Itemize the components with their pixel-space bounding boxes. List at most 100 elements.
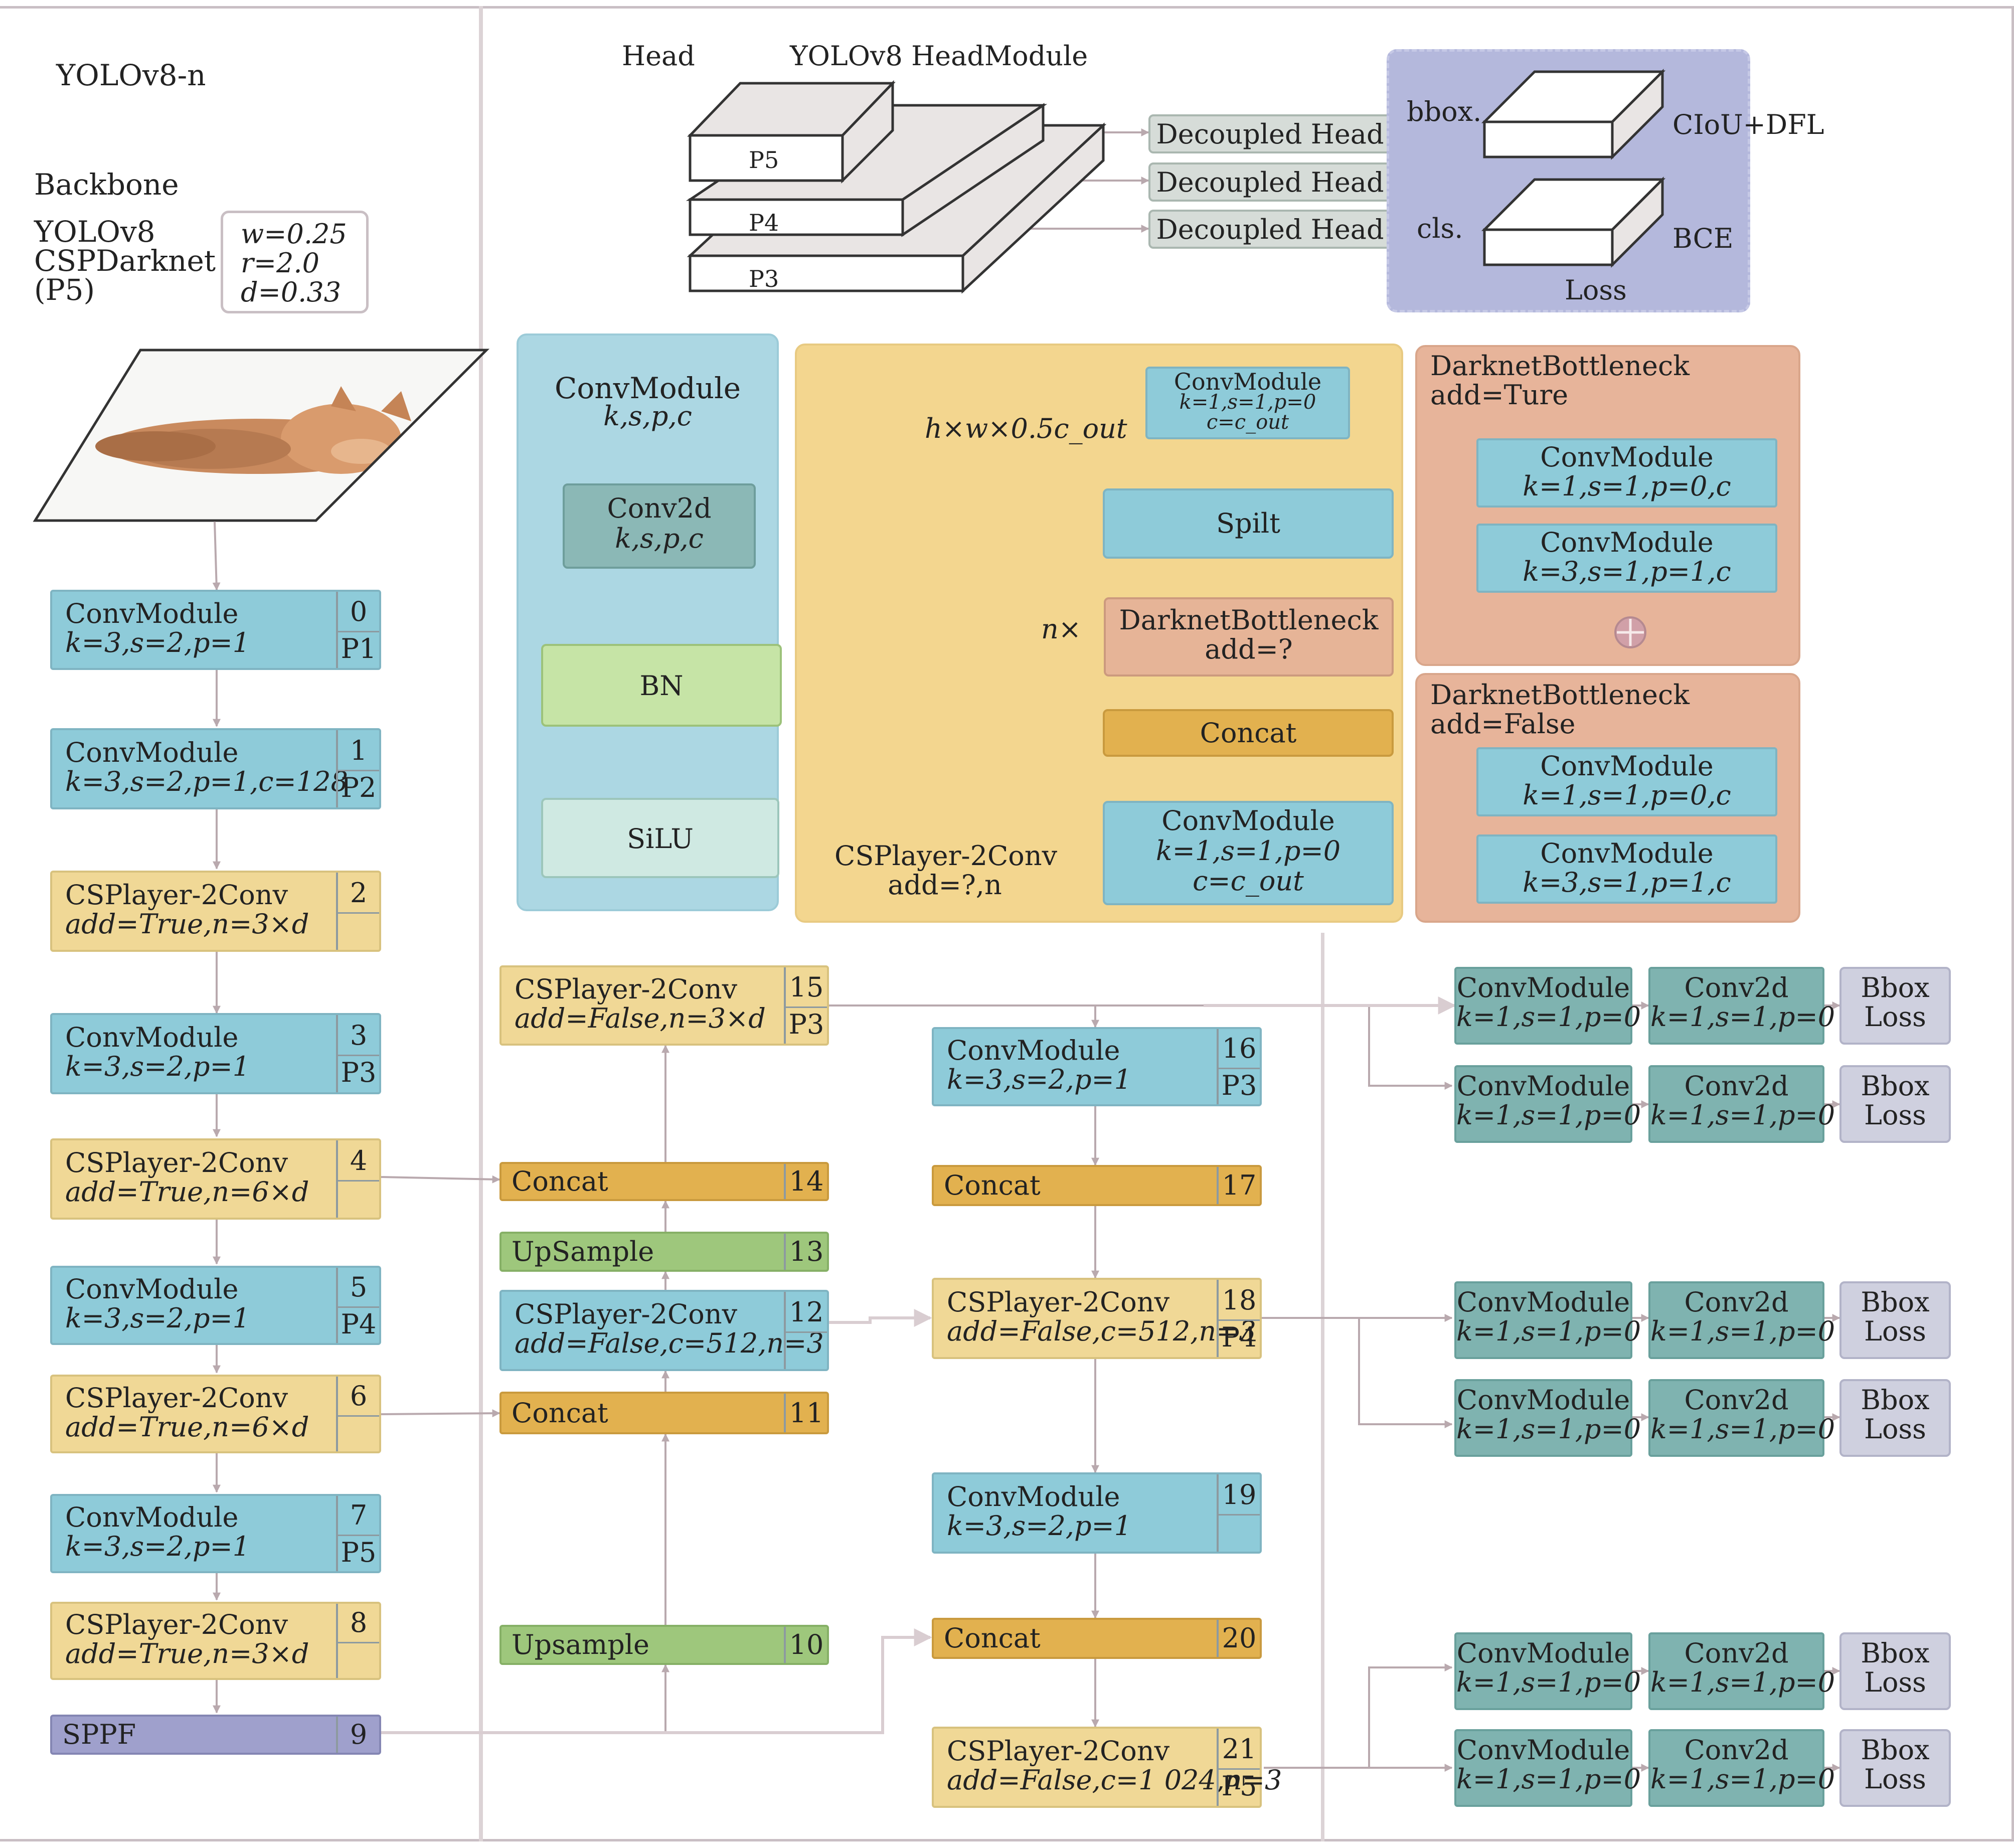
bbox-loss-line1: Bbox: [1861, 1734, 1930, 1766]
csp-concat-block[interactable]: Concat: [1103, 709, 1394, 757]
layer-index: 3: [350, 1020, 368, 1051]
head-conv2d-line2: k=1,s=1,p=0: [1650, 1763, 1835, 1795]
bottleneck-true-panel: DarknetBottleneck add=Ture ConvModule k=…: [1415, 345, 1800, 666]
csp-bottom-convmodule[interactable]: ConvModule k=1,s=1,p=0 c=c_out: [1103, 801, 1394, 905]
layer-params: add=False,n=3×d: [515, 1002, 766, 1034]
add-operator-icon: [1614, 616, 1646, 648]
layer-title: ConvModule: [947, 1035, 1120, 1066]
bce-label: BCE: [1672, 223, 1734, 254]
head-feature-slabs: [686, 80, 1107, 294]
bbox-loss-line2: Loss: [1864, 1666, 1926, 1698]
index-divider: [338, 1180, 379, 1182]
layer-scale-tag: P4: [1221, 1321, 1257, 1353]
bbox-loss-line1: Bbox: [1861, 1286, 1930, 1318]
head-conv2d-line1: Conv2d: [1684, 1734, 1789, 1766]
index-divider: [338, 1055, 379, 1056]
csp-split-block[interactable]: Spilt: [1103, 488, 1394, 559]
head-conv2d-line1: Conv2d: [1684, 1070, 1789, 1102]
head-conv-line2: k=1,s=1,p=0: [1456, 1763, 1641, 1795]
csp-top-convmodule[interactable]: ConvModule k=1,s=1,p=0 c=c_out: [1145, 367, 1350, 439]
backbone-name-line: YOLOv8: [34, 215, 155, 249]
bottleneck-false-title: DarknetBottleneck: [1430, 679, 1690, 711]
layer-scale-tag: P3: [1221, 1070, 1257, 1101]
bottleneck-false-conv1[interactable]: ConvModule k=1,s=1,p=0,c: [1476, 747, 1777, 816]
layer-scale-tag: P5: [341, 1537, 377, 1568]
head-conv2d-line1: Conv2d: [1684, 1384, 1789, 1416]
layer-index: 15: [789, 971, 824, 1003]
csp-bottleneck-block[interactable]: DarknetBottleneck add=?: [1104, 597, 1394, 677]
head-label: Head: [622, 40, 695, 72]
conv2d-block[interactable]: Conv2d k,s,p,c: [563, 483, 756, 569]
index-divider: [1219, 1068, 1260, 1069]
layer-scale-tag: P5: [1221, 1770, 1257, 1802]
csp-caption-line2: add=?,n: [888, 869, 1002, 901]
layer-title: CSPlayer-2Conv: [515, 973, 738, 1005]
decoupled-head-p4[interactable]: Decoupled Head: [1148, 162, 1392, 202]
layer-index: 2: [350, 877, 368, 909]
csp-bottom-conv-line2: k=1,s=1,p=0: [1155, 835, 1341, 867]
layer-index: 10: [789, 1629, 824, 1660]
layer-index-cell: 19: [1217, 1474, 1260, 1552]
index-divider: [338, 631, 379, 632]
slab-label-p3: P3: [749, 265, 779, 292]
layer-title: ConvModule: [65, 1273, 239, 1305]
decoupled-head-p3[interactable]: Decoupled Head: [1148, 210, 1392, 249]
silu-block[interactable]: SiLU: [541, 798, 779, 878]
layer-title: SPPF: [62, 1719, 136, 1750]
layer-index: 14: [789, 1165, 824, 1197]
layer-index-cell: 11: [784, 1394, 827, 1432]
head-conv2d-line1: Conv2d: [1684, 1637, 1789, 1669]
bottleneck-false-panel: DarknetBottleneck add=False ConvModule k…: [1415, 673, 1800, 923]
layer-title: CSPlayer-2Conv: [65, 1147, 288, 1179]
bn-block[interactable]: BN: [541, 644, 782, 727]
bottleneck-false-conv2[interactable]: ConvModule k=3,s=1,p=1,c: [1476, 834, 1777, 904]
layer-title: CSPlayer-2Conv: [65, 1382, 288, 1414]
bottleneck-true-conv1[interactable]: ConvModule k=1,s=1,p=0,c: [1476, 438, 1777, 508]
bottleneck-true-conv2[interactable]: ConvModule k=3,s=1,p=1,c: [1476, 524, 1777, 593]
decoupled-head-p5[interactable]: Decoupled Head: [1148, 114, 1392, 153]
outer-border: [0, 6, 2014, 1841]
